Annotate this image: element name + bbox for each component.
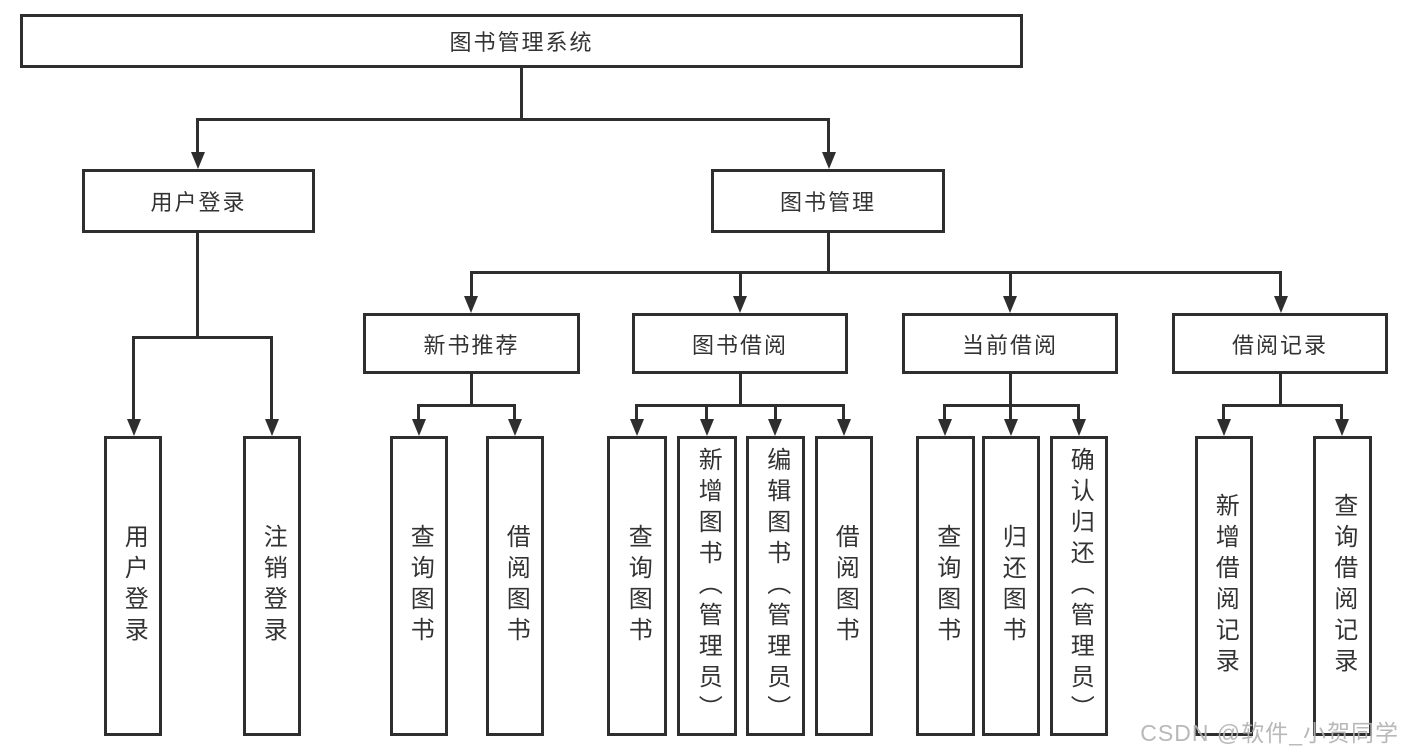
connector-drop-level3 [470, 271, 473, 297]
leaf-label: 查询图书 [932, 524, 960, 648]
connector-drop-level3 [1009, 271, 1012, 297]
connector-drop-leaf [417, 404, 420, 420]
connector-root-stem [520, 68, 523, 121]
arrow-down-icon [938, 419, 952, 436]
connector-stem [1009, 374, 1012, 407]
connector-drop-leaf [774, 404, 777, 420]
arrow-down-icon [837, 419, 851, 436]
connector-drop-level3 [739, 271, 742, 297]
connector-drop-leaf [1077, 404, 1080, 420]
node-new-book-recommendation: 新书推荐 [363, 313, 580, 374]
arrow-down-icon [508, 419, 522, 436]
connector-drop-leaf [842, 404, 845, 420]
connector-stem [739, 374, 742, 407]
arrow-down-icon [412, 419, 426, 436]
leaf-label: 借阅图书 [831, 524, 859, 648]
arrow-down-icon [1274, 296, 1288, 313]
node-user-login: 用户登录 [82, 169, 315, 233]
leaf-logout: 注销登录 [243, 436, 301, 736]
leaf-label: 归还图书 [998, 524, 1026, 648]
connector-drop-leaf [943, 404, 946, 420]
node-book-borrowing: 图书借阅 [632, 313, 848, 374]
leaf-add-borrow-record: 新增借阅记录 [1195, 436, 1253, 736]
connector-drop-leaf [132, 336, 135, 420]
connector-drop-user-login [196, 118, 199, 153]
leaf-label: 查询借阅记录 [1329, 493, 1357, 679]
leaf-edit-books-admin: 编辑图书（管理员） [746, 436, 805, 736]
leaf-label: 借阅图书 [502, 524, 530, 648]
leaf-label: 注销登录 [259, 524, 287, 648]
leaf-borrow-books: 借阅图书 [815, 436, 873, 736]
connector-drop-leaf [1009, 404, 1012, 420]
connector-drop-leaf [513, 404, 516, 420]
arrow-down-icon [822, 152, 836, 169]
root-node-library-system: 图书管理系统 [20, 14, 1023, 68]
connector-rail [635, 404, 845, 407]
connector-drop-leaf [270, 336, 273, 420]
arrow-down-icon [1004, 419, 1018, 436]
connector-drop-leaf [1340, 404, 1343, 420]
node-current-borrowing: 当前借阅 [902, 313, 1118, 374]
leaf-query-books: 查询图书 [916, 436, 975, 736]
arrow-down-icon [1217, 419, 1231, 436]
leaf-query-books: 查询图书 [390, 436, 448, 736]
leaf-query-borrow-record: 查询借阅记录 [1313, 436, 1372, 736]
arrow-down-icon [191, 152, 205, 169]
arrow-down-icon [1072, 419, 1086, 436]
node-book-management: 图书管理 [711, 169, 945, 233]
connector-level3-rail [470, 271, 1282, 274]
node-borrowing-records: 借阅记录 [1172, 313, 1388, 374]
leaf-label: 确认归还（管理员） [1066, 446, 1094, 726]
arrow-down-icon [1335, 419, 1349, 436]
connector-book-management-stem [827, 233, 830, 274]
leaf-label: 用户登录 [120, 524, 148, 648]
connector-drop-book-management [827, 118, 830, 153]
arrow-down-icon [733, 296, 747, 313]
leaf-return-books: 归还图书 [982, 436, 1040, 736]
connector-drop-leaf [1222, 404, 1225, 420]
connector-rail [417, 404, 516, 407]
leaf-user-login: 用户登录 [104, 436, 162, 736]
arrow-down-icon [1003, 296, 1017, 313]
connector-user-login-rail [132, 336, 273, 339]
connector-drop-leaf [705, 404, 708, 420]
connector-rail [1222, 404, 1343, 407]
arrow-down-icon [464, 296, 478, 313]
arrow-down-icon [768, 419, 782, 436]
leaf-label: 新增借阅记录 [1211, 493, 1239, 679]
connector-drop-level3 [1279, 271, 1282, 297]
connector-drop-leaf [635, 404, 638, 420]
connector-user-login-stem [196, 233, 199, 339]
arrow-down-icon [630, 419, 644, 436]
arrow-down-icon [265, 419, 279, 436]
connector-stem [1279, 374, 1282, 407]
leaf-label: 编辑图书（管理员） [762, 446, 790, 726]
csdn-watermark: CSDN @软件_小贺同学 [1140, 720, 1399, 746]
leaf-query-books: 查询图书 [607, 436, 667, 736]
leaf-add-books-admin: 新增图书（管理员） [677, 436, 737, 736]
arrow-down-icon [127, 419, 141, 436]
connector-stem [470, 374, 473, 407]
leaf-confirm-return-admin: 确认归还（管理员） [1050, 436, 1108, 736]
leaf-label: 查询图书 [406, 524, 434, 648]
leaf-label: 新增图书（管理员） [694, 446, 722, 726]
leaf-label: 查询图书 [624, 524, 652, 648]
arrow-down-icon [700, 419, 714, 436]
connector-level2-rail [196, 118, 830, 121]
leaf-borrow-books: 借阅图书 [486, 436, 544, 736]
